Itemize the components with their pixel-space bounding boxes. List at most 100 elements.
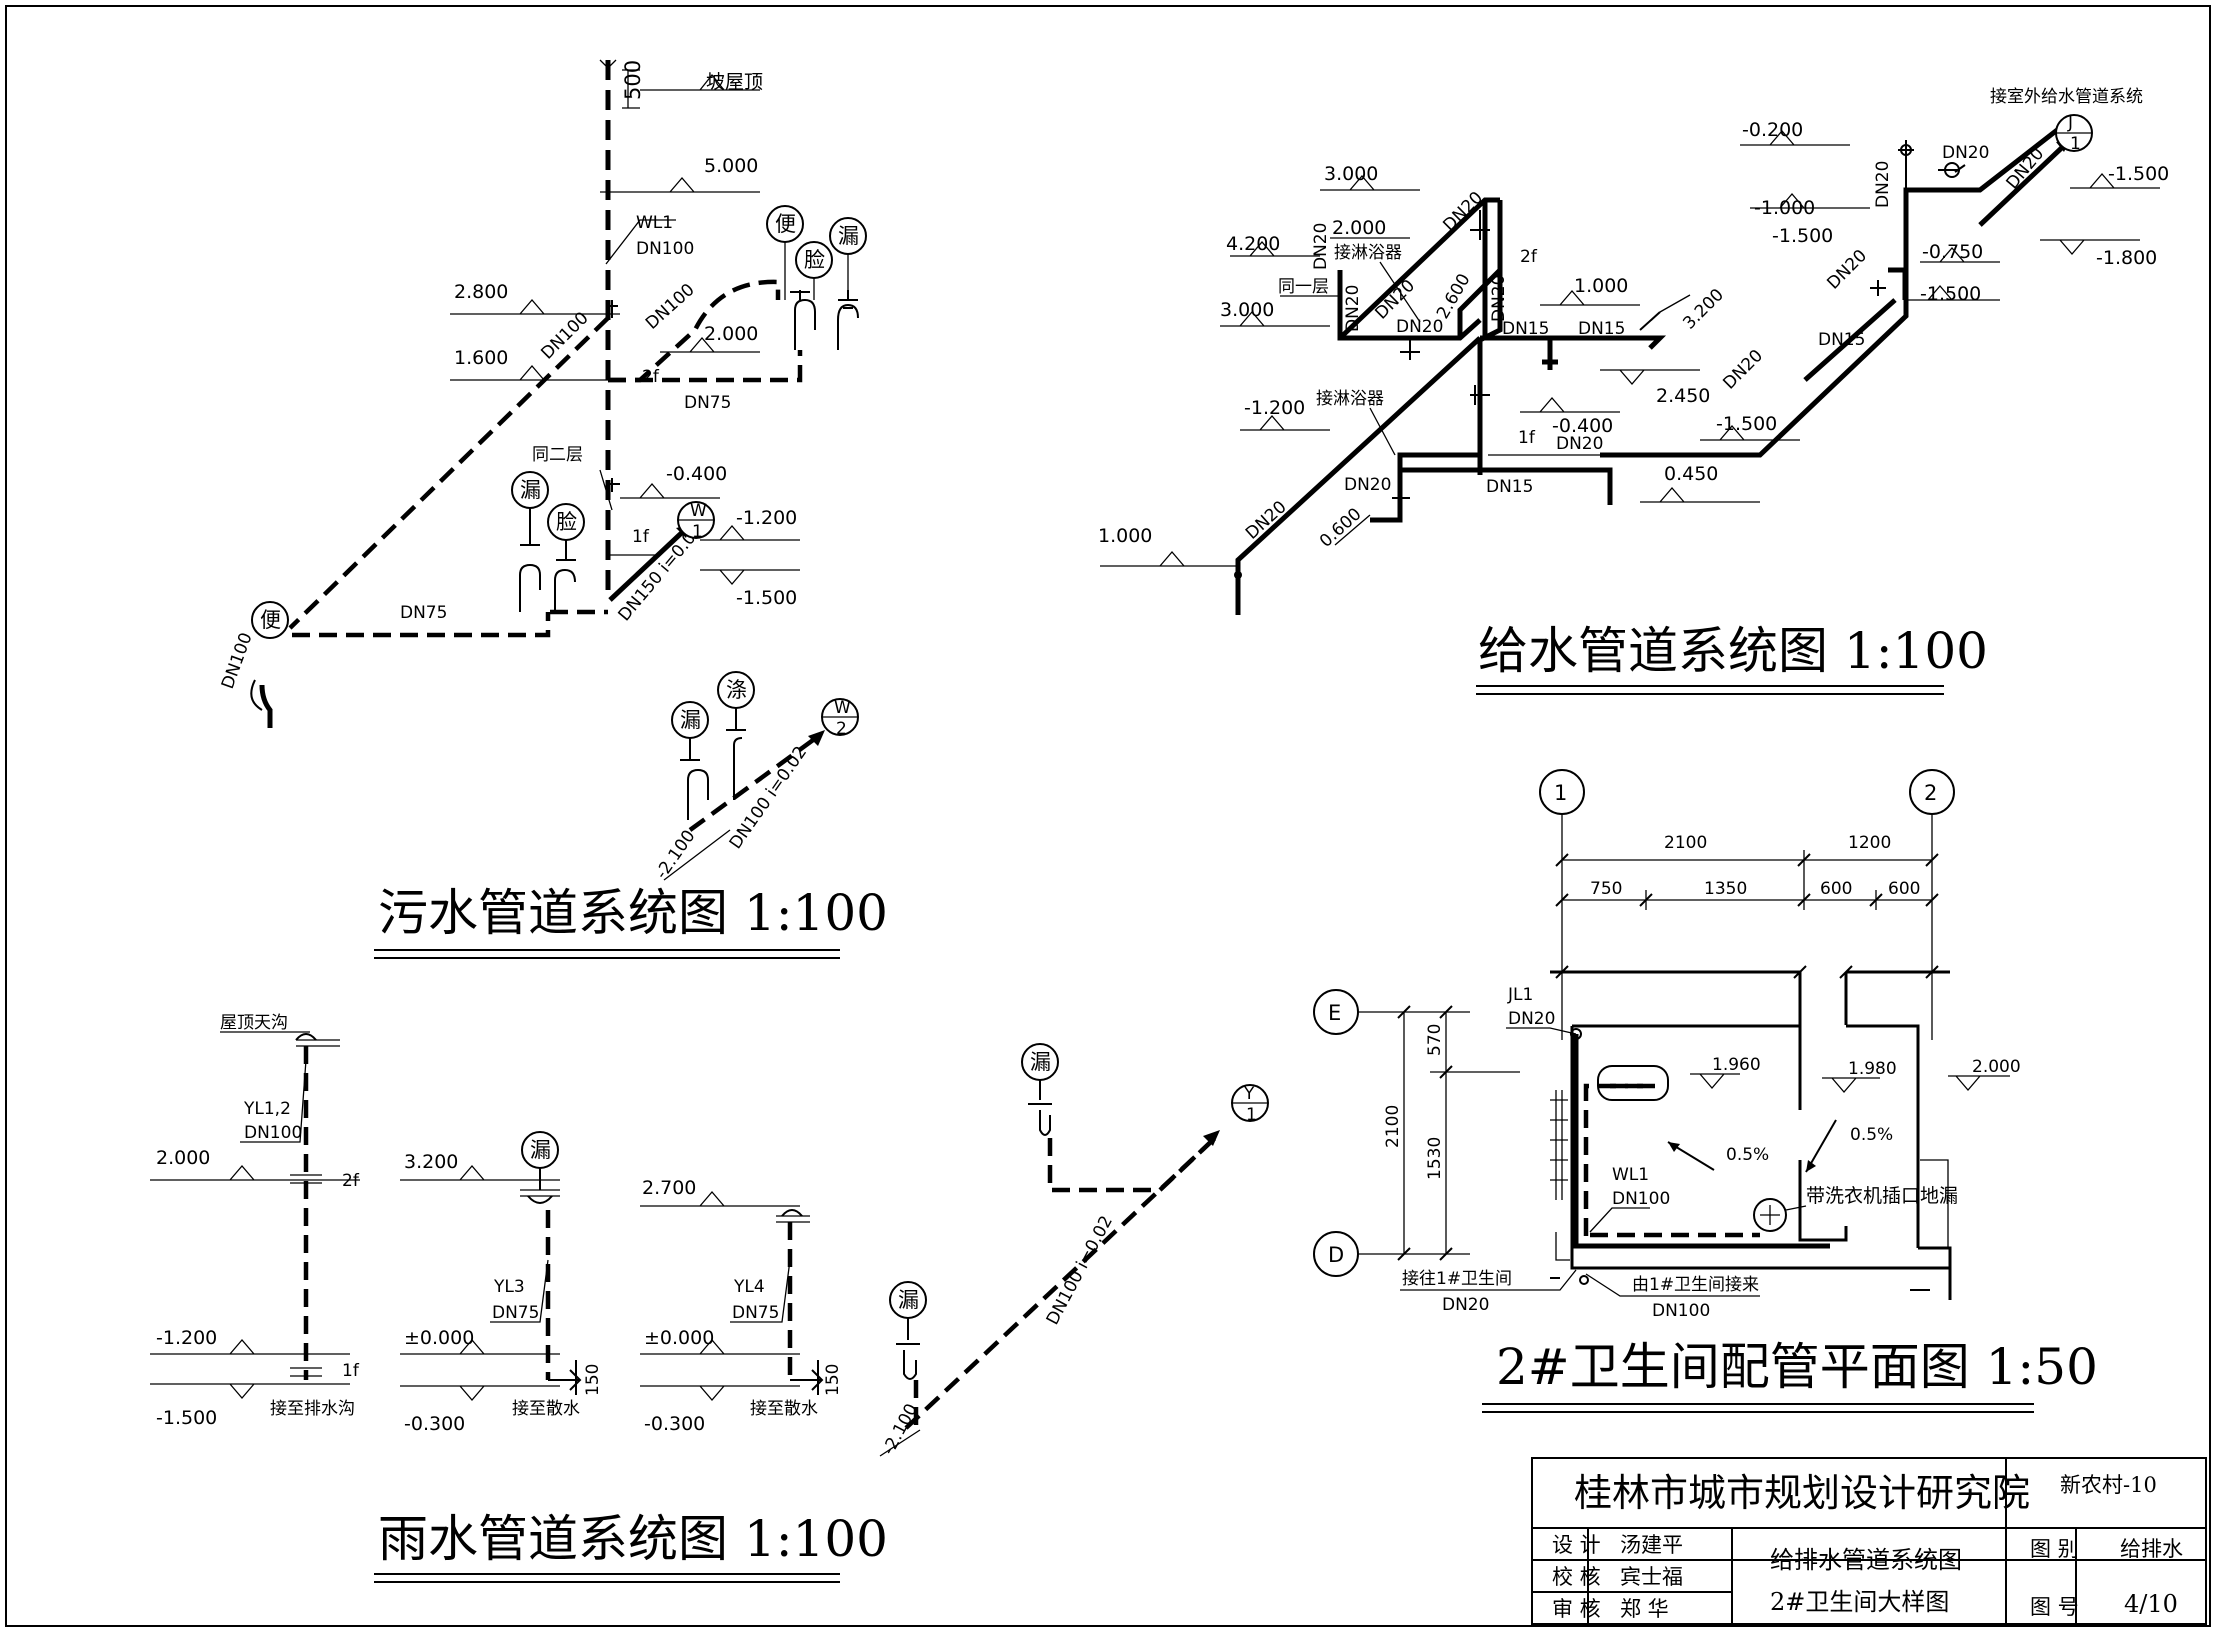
label-plan-wl1: WL1: [1612, 1165, 1649, 1185]
svg-text:图 号: 图 号: [2030, 1595, 2079, 1619]
sewage-branch-dn75: [292, 612, 551, 638]
svg-text:1: 1: [2070, 134, 2081, 154]
svg-text:-0.300: -0.300: [404, 1413, 465, 1435]
checker-name: 宾士福: [1620, 1565, 1683, 1589]
svg-text:150: 150: [583, 1364, 603, 1396]
svg-text:W: W: [690, 501, 707, 521]
svg-text:脸: 脸: [804, 248, 825, 272]
elev-2000: 2.000: [1332, 217, 1386, 239]
elev-m0400: -0.400: [1552, 415, 1613, 437]
svg-text:570: 570: [1425, 1024, 1445, 1056]
label-shower-a: 接淋浴器: [1334, 243, 1402, 263]
svg-text:-0.300: -0.300: [644, 1413, 705, 1435]
label-dn100-b: DN100: [642, 280, 699, 334]
rain-elev-0000: ±0.000: [404, 1327, 474, 1349]
elev-m0400: -0.400: [666, 463, 727, 485]
label-shower-b: 接淋浴器: [1316, 389, 1384, 409]
elev-1000: 1.000: [1574, 275, 1628, 297]
svg-text:-1.500: -1.500: [156, 1407, 217, 1429]
svg-text:-1.200: -1.200: [156, 1327, 217, 1349]
svg-text:脸: 脸: [556, 510, 577, 534]
svg-text:DN20: DN20: [1508, 1009, 1555, 1029]
label-to-apron-a: 接至散水: [512, 1399, 580, 1419]
plan-drain-pipe: [1583, 1083, 1650, 1236]
svg-text:1f: 1f: [342, 1361, 360, 1381]
plan-supply-pipe: [1573, 1034, 1830, 1249]
title-plan: 2#卫生间配管平面图 1:50: [1496, 1338, 2098, 1396]
svg-text:1: 1: [1246, 1105, 1257, 1125]
elev-3000: 3.000: [1324, 163, 1378, 185]
svg-text:DN20: DN20: [1343, 285, 1363, 332]
svg-text:DN15: DN15: [1818, 330, 1865, 350]
svg-text:Y: Y: [1243, 1084, 1255, 1104]
svg-text:600: 600: [1820, 879, 1852, 899]
svg-text:设 计: 设 计: [1552, 1533, 1601, 1557]
elev-2450: 2.450: [1656, 385, 1710, 407]
label-same1: 同一层: [1278, 277, 1329, 297]
svg-text:DN15: DN15: [1486, 477, 1533, 497]
svg-text:-1.500: -1.500: [1772, 225, 1833, 247]
svg-text:1530: 1530: [1425, 1137, 1445, 1180]
elev-3200: 3.200: [1679, 285, 1728, 334]
svg-text:审 核: 审 核: [1552, 1597, 1601, 1621]
label-2f: 2f: [642, 367, 660, 387]
label-outdoor: 接室外给水管道系统: [1990, 87, 2143, 107]
svg-text:DN75: DN75: [732, 1303, 779, 1323]
dim-1200: 1200: [1848, 833, 1891, 853]
svg-text:DN20: DN20: [1311, 223, 1331, 270]
svg-text:2f: 2f: [1520, 247, 1538, 267]
svg-text:漏: 漏: [1030, 1050, 1051, 1074]
label-rain-dn100: DN100 i=0.02: [1043, 1213, 1117, 1329]
label-1f: 1f: [632, 527, 650, 547]
sheet-border: [5, 5, 2211, 1627]
label-dn100-c: DN100: [218, 630, 257, 692]
svg-text:D: D: [1328, 1243, 1344, 1267]
elev-0450: 0.450: [1664, 463, 1718, 485]
elev-m1500: -1.500: [736, 587, 797, 609]
svg-text:600: 600: [1888, 879, 1920, 899]
elev-1600: 1.600: [454, 347, 508, 369]
drawing-number: 4/10: [2124, 1590, 2178, 1618]
plan-elev-1980: 1.980: [1848, 1059, 1897, 1079]
svg-text:校 核: 校 核: [1552, 1565, 1601, 1589]
svg-text:DN20: DN20: [1344, 475, 1391, 495]
elev-2000: 2.000: [704, 323, 758, 345]
rain-elev-2700: 2.700: [642, 1177, 696, 1199]
label-wl1-dn: DN100: [636, 239, 694, 259]
drawing-category: 给排水: [2120, 1537, 2183, 1561]
svg-text:1f: 1f: [1518, 428, 1536, 448]
svg-text:DN100: DN100: [1612, 1189, 1670, 1209]
label-washer-drain: 带洗衣机插口地漏: [1806, 1185, 1958, 1207]
svg-text:2: 2: [836, 719, 847, 739]
svg-text:-1.500: -1.500: [1920, 283, 1981, 305]
dim-2100: 2100: [1664, 833, 1707, 853]
sewage-branch-2f: [608, 279, 781, 383]
plan-slope-2: 0.5%: [1850, 1125, 1893, 1145]
svg-text:J: J: [2067, 113, 2073, 133]
project-name: 新农村-10: [2060, 1473, 2157, 1497]
label-dn75-a: DN75: [400, 603, 447, 623]
elev-m0200: -0.200: [1742, 119, 1803, 141]
bathroom-plan: 1 2 E D 2100 1200 750 1350 600 600 2100 …: [1313, 769, 2098, 1413]
label-to-bath1: 接往1#卫生间: [1402, 1269, 1512, 1289]
label-yl3: YL3: [493, 1277, 525, 1297]
elev-m0750: -0.750: [1922, 241, 1983, 263]
elev-m1200: -1.200: [736, 507, 797, 529]
label-to-ditch: 接至排水沟: [270, 1399, 355, 1419]
svg-text:DN75: DN75: [492, 1303, 539, 1323]
svg-text:DN100: DN100: [1652, 1301, 1710, 1321]
drawing-name-2: 2#卫生间大样图: [1770, 1588, 1949, 1616]
svg-text:150: 150: [823, 1364, 843, 1396]
svg-text:便: 便: [260, 608, 281, 632]
elev-1000b: 1.000: [1098, 525, 1152, 547]
svg-text:2f: 2f: [342, 1171, 360, 1191]
svg-text:漏: 漏: [680, 708, 701, 732]
svg-text:1: 1: [1554, 781, 1567, 805]
svg-text:DN20: DN20: [1489, 275, 1509, 322]
svg-text:DN20: DN20: [1556, 434, 1603, 454]
svg-text:E: E: [1328, 1001, 1341, 1025]
elev-m1500: -1.500: [1716, 413, 1777, 435]
elev-m2100: -2.100: [652, 826, 700, 882]
svg-text:DN100: DN100: [244, 1123, 302, 1143]
reviewer-name: 郑 华: [1620, 1597, 1669, 1621]
